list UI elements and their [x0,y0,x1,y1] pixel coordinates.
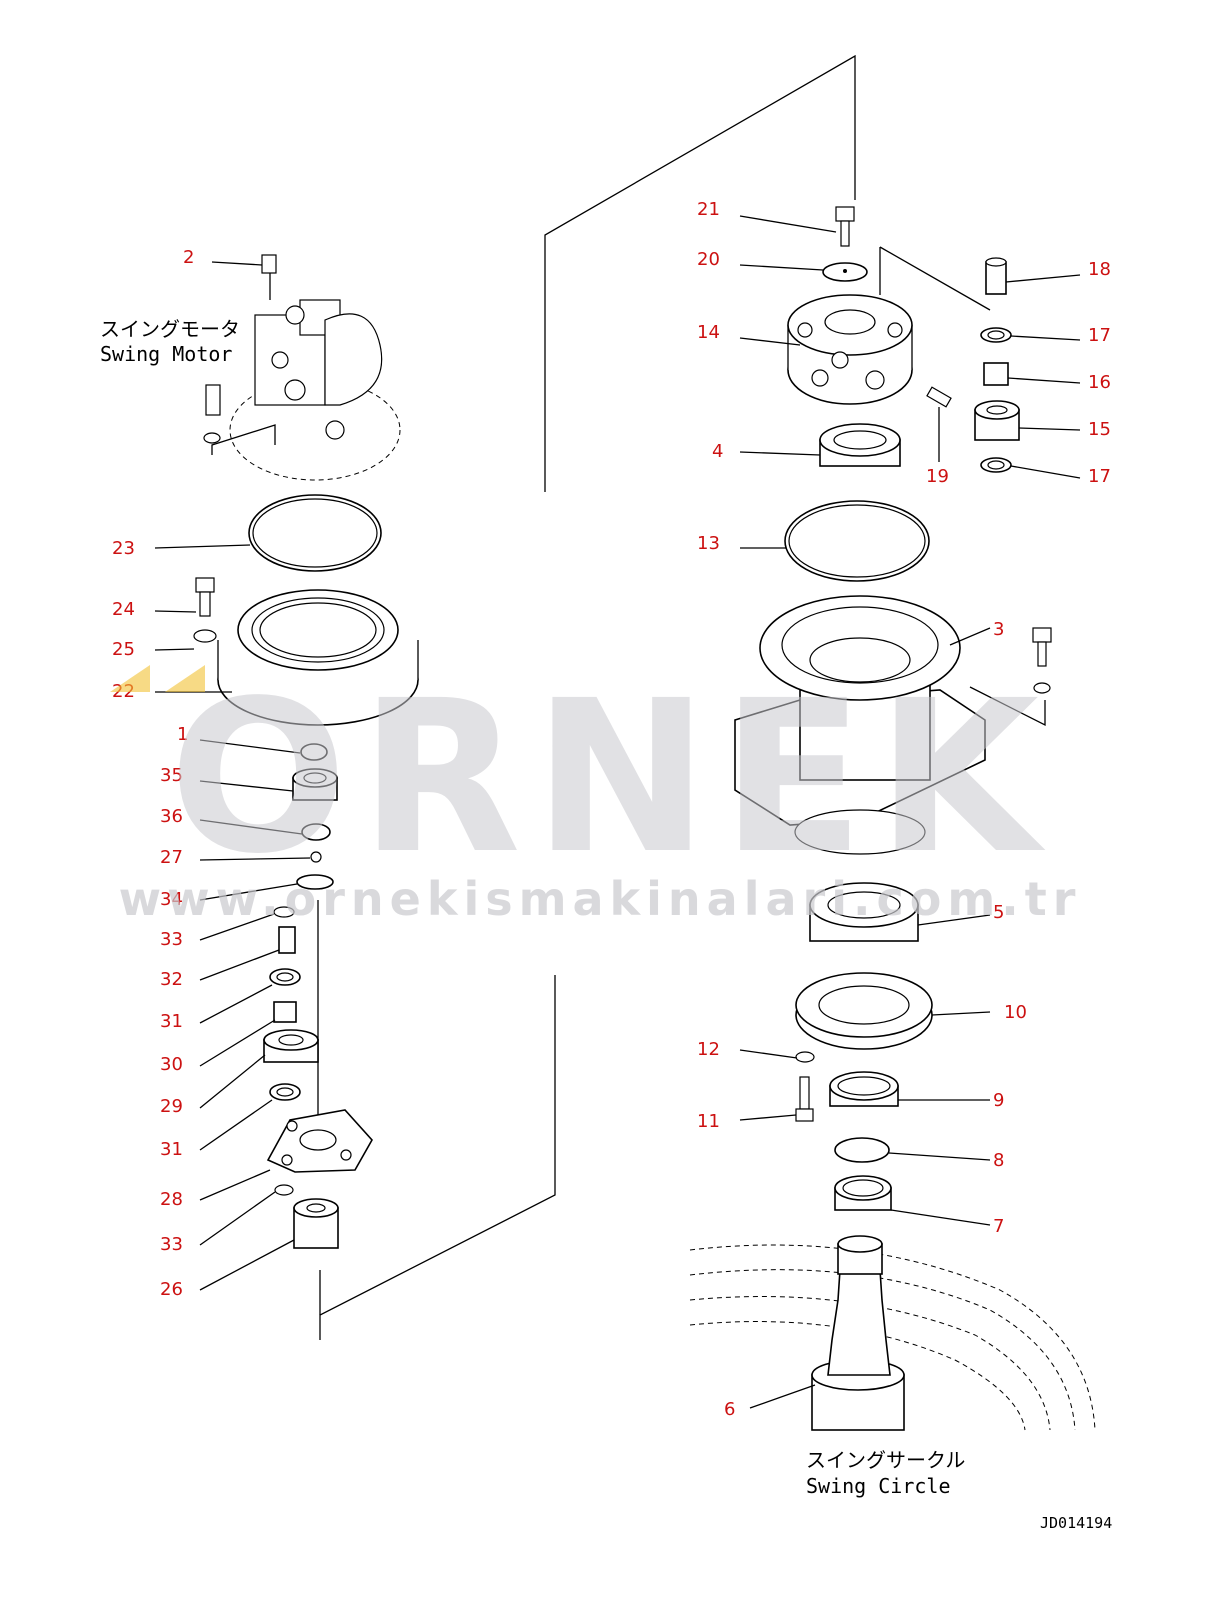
part-25-washer [193,629,217,643]
part-4-bearing [819,423,901,467]
callout-36: 36 [160,806,183,827]
swing-motor-label: スイングモータ Swing Motor [100,317,240,366]
callout-35: 35 [160,765,183,786]
callout-15: 15 [1088,419,1111,440]
part-6-pinion-shaft [811,1235,905,1431]
assembly-guide-lines [317,54,856,1340]
callout-23: 23 [112,538,135,559]
part-30-needle-bearing [273,1001,297,1023]
callout-32: 32 [160,969,183,990]
callout-20: 20 [697,249,720,270]
callout-4: 4 [712,441,723,462]
part-27-ball [310,851,322,863]
callout-16: 16 [1088,372,1111,393]
watermark-url: www.ornekismakinalari.com.tr [119,872,1082,926]
watermark-brand: ORNEK [169,655,1051,900]
part-7-collar [834,1175,892,1211]
callout-33-bottom: 33 [160,1234,183,1255]
callout-11: 11 [697,1111,720,1132]
callout-25: 25 [112,639,135,660]
part-21-bolt-head [835,206,855,222]
part-18-planet-pin [985,261,1007,295]
part-8-o-ring [834,1137,890,1163]
callout-27: 27 [160,847,183,868]
part-34-thrust-plate [296,874,334,890]
part-32-shaft [278,926,296,954]
callout-29: 29 [160,1096,183,1117]
swing-circle-label: スイングサークル Swing Circle [806,1448,965,1498]
callout-17-top: 17 [1088,325,1111,346]
part-33-snap-ring-bottom [274,1184,294,1196]
swing-circle-outline [689,1244,1096,1431]
callout-30: 30 [160,1054,183,1075]
callout-8: 8 [993,1150,1004,1171]
callout-21: 21 [697,199,720,220]
swing-motor-assembly [203,254,401,481]
part-3-swing-housing [734,595,986,855]
watermark-accent-left [110,665,150,692]
part-5-bearing [809,882,919,942]
part-19-pin [926,386,952,408]
callout-6: 6 [724,1399,735,1420]
callout-3: 3 [993,619,1004,640]
callout-24: 24 [112,599,135,620]
callout-13: 13 [697,533,720,554]
part-3-side-washer [1033,682,1051,694]
part-36-plate [301,823,331,841]
part-3-side-bolt-shank [1037,641,1047,667]
swing-motor-label-jp: スイングモータ [100,317,240,341]
callout-17-bottom: 17 [1088,466,1111,487]
part-22-ring-gear-housing [217,589,419,726]
callout-1: 1 [177,724,188,745]
callout-28: 28 [160,1189,183,1210]
swing-motor-label-en: Swing Motor [100,342,232,366]
watermark: ORNEK www.ornekismakinalari.com.tr [110,655,1082,926]
part-16-needle-bearing [983,362,1009,386]
part-14-planet-carrier [787,294,913,405]
callout-26: 26 [160,1279,183,1300]
callout-34: 34 [160,889,183,910]
callout-33-top: 33 [160,929,183,950]
callout-10: 10 [1004,1002,1027,1023]
drawing-id: JD014194 [1040,1514,1112,1532]
part-1-ring [300,743,328,761]
part-3-side-bolt-head [1032,627,1052,643]
part-21-bolt-shank [840,220,850,247]
part-9-oil-seal [829,1071,899,1107]
callout-31-bottom: 31 [160,1139,183,1160]
callout-18: 18 [1088,259,1111,280]
callout-31-top: 31 [160,1011,183,1032]
part-24-bolt-head [195,577,215,593]
callout-2: 2 [183,247,194,268]
part-10-cover [795,972,933,1050]
part-33-snap-ring-top [273,906,295,918]
part-11-bolt-shank [799,1076,810,1110]
callout-numbers: 2 23 24 25 22 1 35 36 27 34 33 32 31 30 … [112,199,1111,1420]
callout-5: 5 [993,902,1004,923]
callout-9: 9 [993,1090,1004,1111]
callout-19: 19 [926,466,949,487]
watermark-accent-right [165,665,205,692]
callout-14: 14 [697,322,720,343]
part-24-bolt-shank [199,591,211,617]
swing-circle-label-en: Swing Circle [806,1474,951,1498]
part-12-washer [795,1051,815,1063]
callout-12: 12 [697,1039,720,1060]
callout-7: 7 [993,1216,1004,1237]
part-11-bolt-head [795,1108,814,1122]
swing-circle-label-jp: スイングサークル [806,1448,965,1472]
